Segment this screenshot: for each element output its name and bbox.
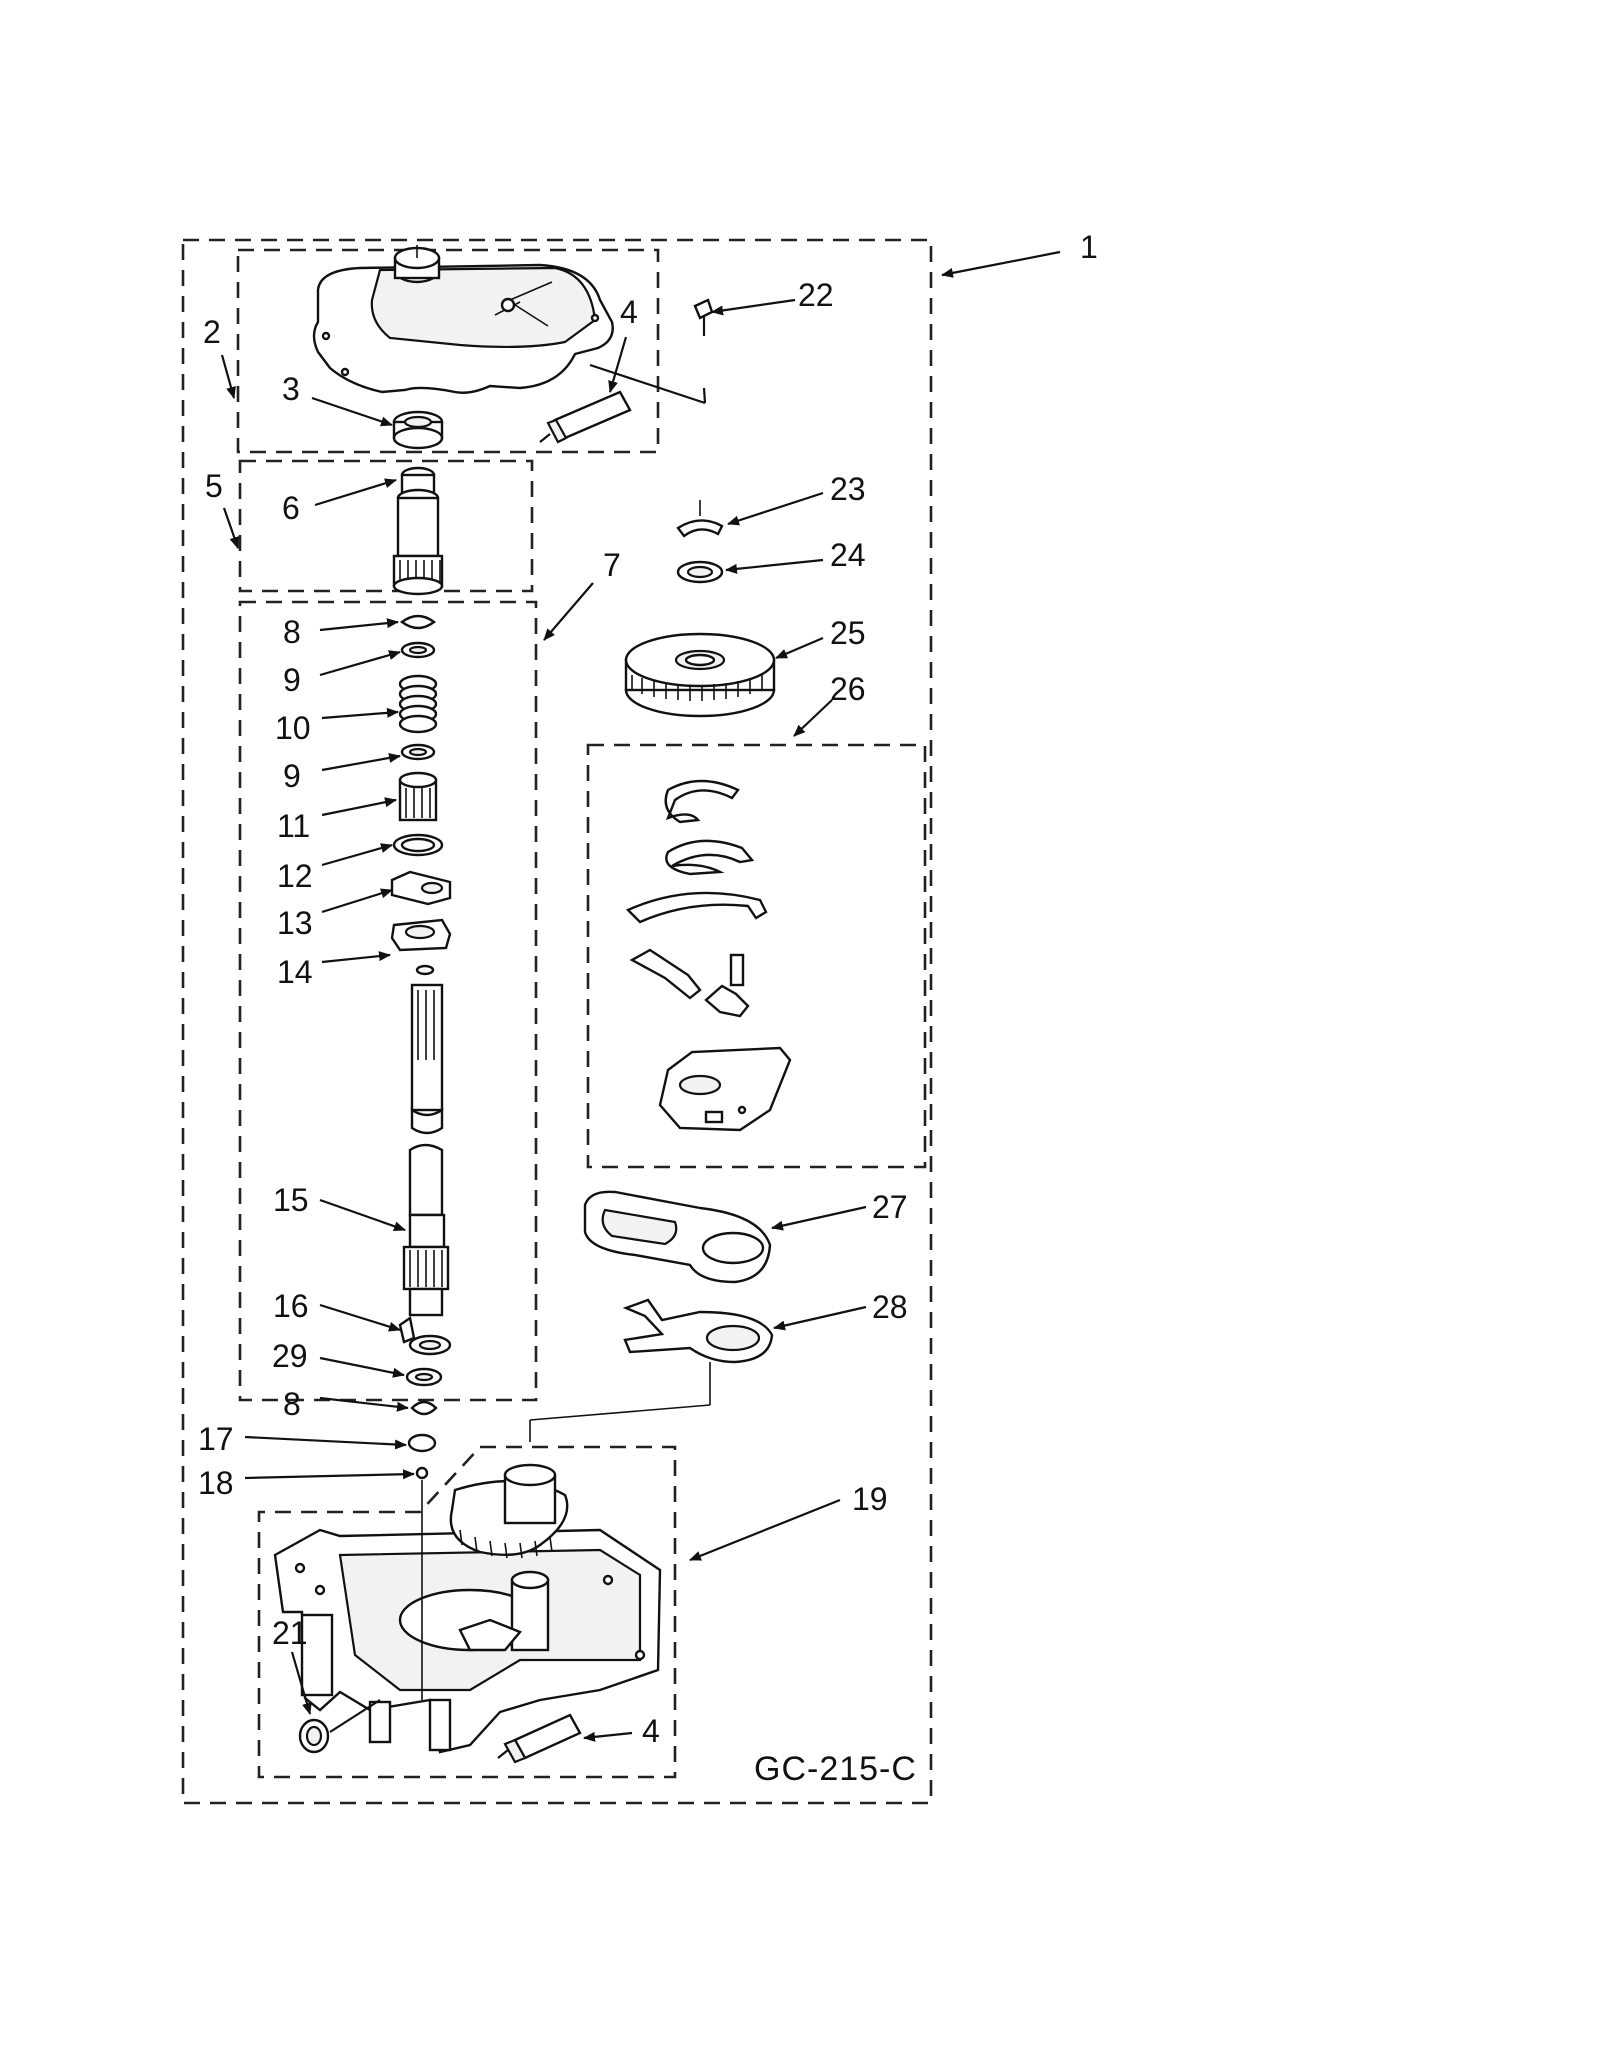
drive-gear-part-25 [624,632,776,718]
callout-2: 2 [203,314,221,350]
seal-part-21 [298,1699,381,1754]
ring-part-12 [392,833,444,857]
brake-assembly-part-26 [625,779,792,1132]
callout-22: 22 [798,277,834,313]
snap-ring-part-8-bottom [410,1400,438,1416]
callout-16: 16 [273,1288,309,1324]
callout-19: 19 [852,1481,888,1517]
callout-3: 3 [282,371,300,407]
callout-12: 12 [277,858,313,894]
callout-4-bottom: 4 [642,1713,660,1749]
callout-25: 25 [830,615,866,651]
shift-fork-part-28 [529,1298,774,1442]
callout-10: 10 [275,710,311,746]
bearing-part-3 [392,410,444,450]
clip-part-16 [398,1315,416,1344]
callout-26: 26 [830,671,866,707]
bushing-gear-part-6 [392,466,444,596]
callout-9-bottom: 9 [283,758,301,794]
callout-24: 24 [830,537,866,573]
callout-6: 6 [282,490,300,526]
agitator-shaft-part-15 [402,983,450,1317]
callout-1: 1 [1080,229,1098,265]
callout-14: 14 [277,954,313,990]
callout-18: 18 [198,1465,234,1501]
leader-lines [220,250,1061,1742]
pinion-gear-part-11 [398,771,438,822]
callout-23: 23 [830,471,866,507]
bearing-part-29-upper [408,1334,452,1356]
callout-15: 15 [273,1182,309,1218]
callout-13: 13 [277,905,313,941]
callout-29: 29 [272,1338,308,1374]
washer-part-9-bottom [400,743,436,761]
callout-8-bottom: 8 [283,1386,301,1422]
group-box-26 [586,743,927,1169]
shift-lever-part-27 [583,1190,772,1284]
spring-part-10 [398,674,438,734]
callout-9-top: 9 [283,662,301,698]
group-box-5 [238,459,534,593]
callout-5: 5 [205,468,223,504]
washer-part-9-top [400,641,436,659]
callout-21: 21 [272,1615,308,1651]
group-box-1 [181,238,933,1805]
snap-ring-part-23 [676,500,724,538]
callout-7: 7 [603,547,621,583]
group-box-2 [236,248,660,454]
screw-part-22 [589,298,714,405]
callout-4-top: 4 [620,294,638,330]
callout-27: 27 [872,1189,908,1225]
sealant-tube-part-4-bottom [497,1713,582,1764]
cam-part-14 [390,918,452,976]
ball-part-18 [415,1466,429,1480]
top-cover-part-2 [312,245,614,394]
shifter-part-13 [390,870,452,906]
diagram-code: GC-215-C [754,1750,917,1788]
callout-28: 28 [872,1289,908,1325]
gearcase-part-19 [273,1463,662,1754]
sealant-tube-part-4-top [539,390,632,444]
callout-17: 17 [198,1421,234,1457]
callout-labels: 1 2 3 4 22 5 6 7 8 9 10 9 11 12 13 14 15… [198,229,1098,1749]
washer-part-24 [676,560,724,584]
callout-11: 11 [277,808,310,844]
group-box-19 [257,1445,677,1779]
washer-part-29 [405,1367,443,1387]
callout-8-top: 8 [283,614,301,650]
snap-ring-part-8-top [399,614,437,630]
seal-part-17 [407,1433,437,1453]
